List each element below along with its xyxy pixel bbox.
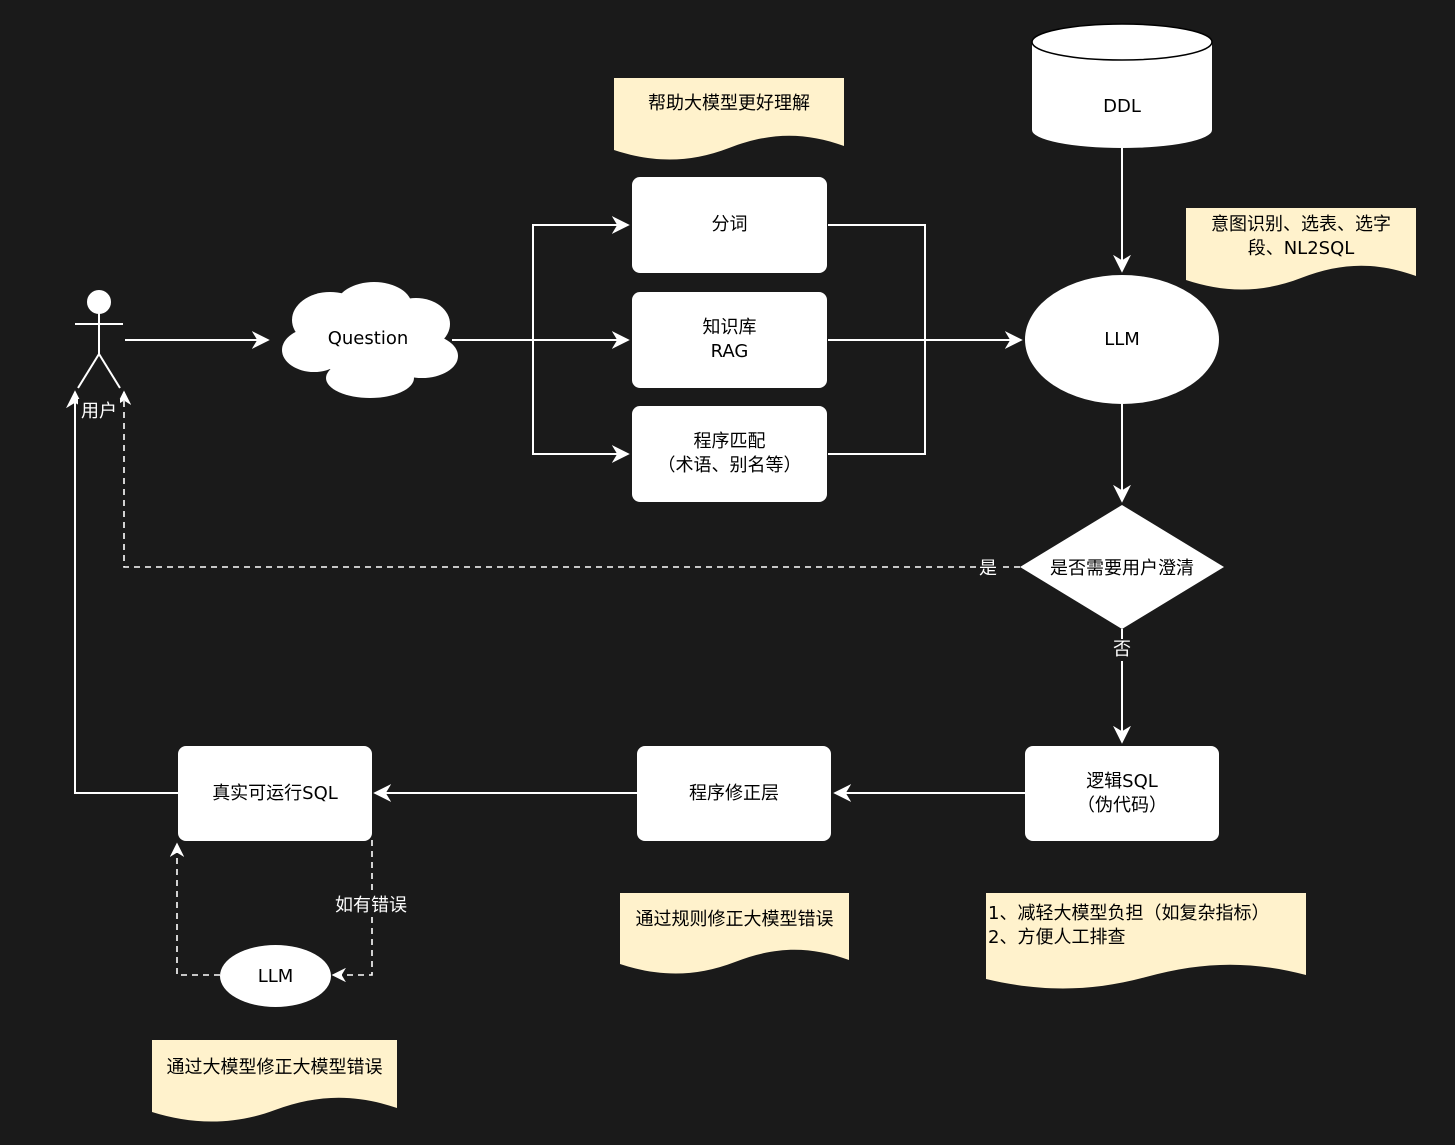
ddl-node: DDL	[1103, 95, 1141, 117]
user-actor-icon	[75, 290, 123, 389]
edge-question-tokenize	[532, 216, 630, 340]
logic-sql-label: 逻辑SQL	[1086, 770, 1158, 792]
program-fix-layer-node: 程序修正层	[637, 746, 831, 841]
note-rule-fix: 通过规则修正大模型错误	[635, 909, 834, 930]
clarify-decision-node: 是否需要用户澄清	[1050, 558, 1194, 579]
program-match-node: 程序匹配 （术语、别名等）	[632, 406, 827, 502]
question-cloud-shape	[282, 282, 458, 398]
tokenize-node: 分词	[632, 177, 827, 273]
logic-sql-detail: （伪代码）	[1077, 794, 1167, 816]
ddl-database-shape	[1031, 23, 1213, 148]
question-node: Question	[327, 327, 409, 349]
knowledge-base-label: 知识库	[702, 317, 757, 338]
program-match-label: 程序匹配	[693, 431, 766, 452]
llm-main-node: LLM	[1025, 275, 1219, 404]
note-help-llm: 帮助大模型更好理解	[648, 93, 810, 114]
edge-label-no: 否	[1112, 639, 1132, 661]
note-benefits-shape	[986, 893, 1306, 989]
runnable-sql-label: 真实可运行SQL	[212, 782, 338, 804]
note-intent-line-2: 段、NL2SQL	[1247, 238, 1355, 259]
note-intent-shape	[1186, 208, 1416, 290]
knowledge-base-node: 知识库 RAG	[632, 292, 827, 388]
edge-runnable-user	[66, 390, 178, 794]
note-benefits-line-2: 2、方便人工排查	[988, 927, 1126, 948]
llm-fix-node: LLM	[220, 945, 331, 1007]
edge-llmfix-runnable	[169, 842, 220, 976]
rag-label: RAG	[710, 341, 749, 362]
runnable-sql-node: 真实可运行SQL	[178, 746, 372, 841]
logic-sql-node: 逻辑SQL （伪代码）	[1025, 746, 1219, 841]
llm-fix-label: LLM	[257, 965, 294, 987]
clarify-decision-shape	[1020, 505, 1224, 629]
program-match-detail: （术语、别名等）	[657, 455, 802, 476]
note-help-llm-shape	[614, 78, 844, 160]
program-fix-layer-label: 程序修正层	[689, 782, 779, 804]
edge-question-match	[532, 340, 630, 463]
edge-decision-user-yes	[116, 390, 1020, 568]
llm-main-label: LLM	[1104, 329, 1140, 350]
note-llm-fix-shape	[152, 1040, 397, 1122]
note-rule-fix-shape	[620, 893, 849, 974]
edge-label-yes: 是	[978, 558, 998, 580]
note-intent: 意图识别、选表、选字 段、NL2SQL	[1186, 213, 1416, 261]
note-llm-fix: 通过大模型修正大模型错误	[166, 1057, 383, 1078]
edge-runnable-llmfix	[331, 840, 373, 983]
note-intent-line-1: 意图识别、选表、选字	[1211, 214, 1391, 235]
tokenize-label: 分词	[711, 214, 748, 235]
edge-label-if-error: 如有错误	[334, 895, 408, 917]
note-benefits: 1、减轻大模型负担（如复杂指标） 2、方便人工排查	[988, 902, 1306, 950]
user-label: 用户	[78, 399, 120, 422]
note-benefits-line-1: 1、减轻大模型负担（如复杂指标）	[988, 903, 1270, 924]
